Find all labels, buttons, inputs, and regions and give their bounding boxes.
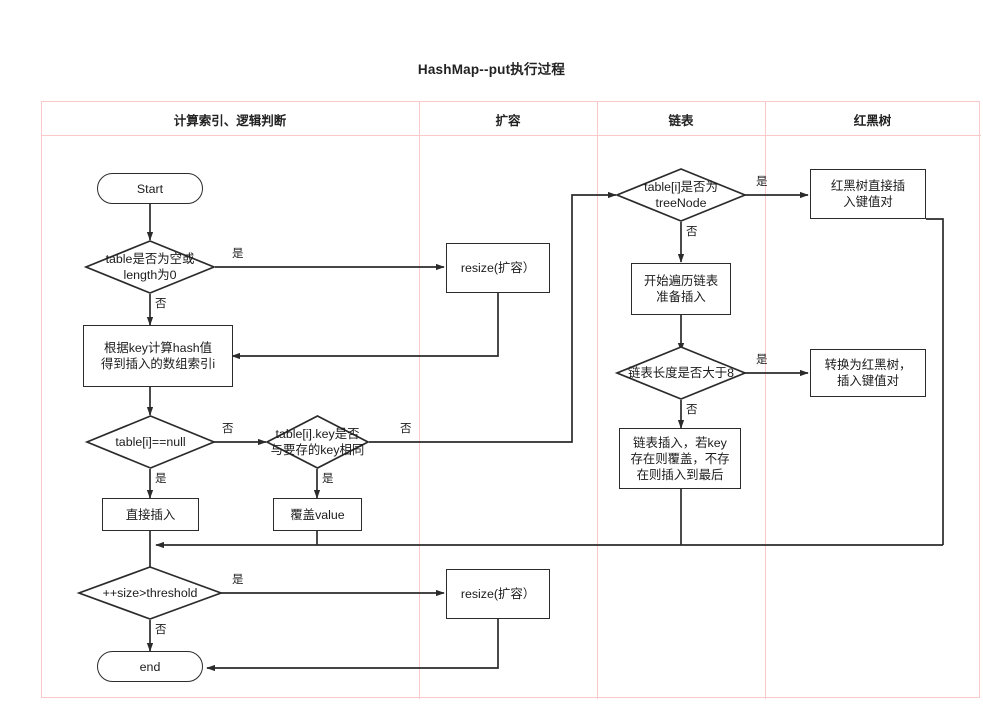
- node-key-same[interactable]: table[i].key是否 与要存的key相同: [265, 415, 370, 469]
- node-calc-hash[interactable]: 根据key计算hash值 得到插入的数组索引i: [83, 325, 233, 387]
- lane-divider-2: [597, 102, 598, 699]
- node-direct-insert[interactable]: 直接插入: [102, 498, 199, 531]
- node-convert-to-rbt[interactable]: 转换为红黑树， 插入键值对: [810, 349, 926, 397]
- edge-label-key-same-yes: 是: [322, 473, 334, 485]
- edge-label-table-null-yes: 是: [155, 473, 167, 485]
- edge-label-table-empty-no: 否: [155, 298, 167, 310]
- lane-header-linkedlist: 链表: [668, 114, 694, 128]
- edge-label-treenode-yes: 是: [756, 176, 768, 188]
- edge-label-key-same-no: 否: [400, 423, 412, 435]
- node-length-gt8[interactable]: 链表长度是否大于8: [614, 346, 748, 400]
- lane-header-redblacktree: 红黑树: [853, 114, 892, 128]
- node-table-empty-label: table是否为空或 length为0: [105, 252, 195, 282]
- edge-label-size-thr-yes: 是: [232, 574, 244, 586]
- node-is-treenode-label: table[i]是否为 treeNode: [644, 180, 718, 210]
- node-start[interactable]: Start: [97, 173, 203, 204]
- node-rbt-insert[interactable]: 红黑树直接插 入键值对: [810, 169, 926, 219]
- lane-divider-3: [765, 102, 766, 699]
- node-list-insert[interactable]: 链表插入，若key 存在则覆盖，不存 在则插入到最后: [619, 428, 741, 489]
- node-table-null-label: table[i]==null: [115, 435, 186, 449]
- header-divider: [42, 135, 981, 136]
- node-table-empty[interactable]: table是否为空或 length为0: [83, 240, 217, 294]
- edge-label-table-empty-yes: 是: [232, 248, 244, 260]
- node-table-null[interactable]: table[i]==null: [84, 415, 217, 469]
- node-length-gt8-label: 链表长度是否大于8: [627, 366, 735, 380]
- edge-label-len-gt8-no: 否: [686, 404, 698, 416]
- node-size-threshold[interactable]: ++size>threshold: [76, 566, 224, 620]
- lane-header-index-logic: 计算索引、逻辑判断: [173, 114, 287, 128]
- node-is-treenode[interactable]: table[i]是否为 treeNode: [614, 168, 748, 222]
- lane-divider-1: [419, 102, 420, 699]
- node-traverse-list[interactable]: 开始遍历链表 准备插入: [631, 263, 731, 315]
- edge-label-size-thr-no: 否: [155, 624, 167, 636]
- lane-header-resize: 扩容: [495, 114, 521, 128]
- node-key-same-label: table[i].key是否 与要存的key相同: [270, 427, 365, 457]
- edge-label-len-gt8-yes: 是: [756, 354, 768, 366]
- page-title: HashMap--put执行过程: [417, 62, 566, 77]
- edge-label-treenode-no: 否: [686, 226, 698, 238]
- node-resize-top[interactable]: resize(扩容）: [446, 243, 550, 293]
- edge-label-table-null-no: 否: [222, 423, 234, 435]
- node-resize-bottom[interactable]: resize(扩容）: [446, 569, 550, 619]
- node-overwrite-value[interactable]: 覆盖value: [273, 498, 362, 531]
- node-size-threshold-label: ++size>threshold: [102, 586, 198, 600]
- node-end[interactable]: end: [97, 651, 203, 682]
